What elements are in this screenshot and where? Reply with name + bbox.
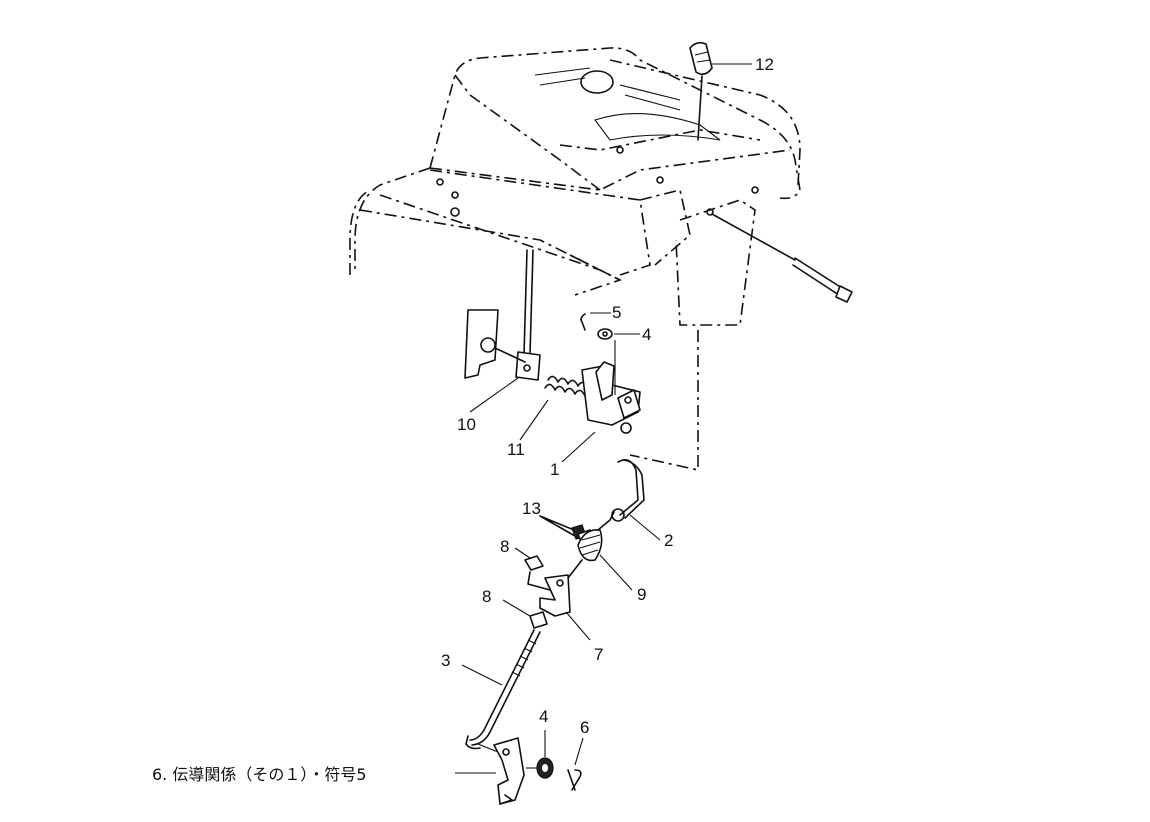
- label-part-6: 6: [580, 718, 589, 737]
- part-8-nut-top: [514, 547, 551, 591]
- part-10-rod: [464, 249, 541, 381]
- part-5-pin: [580, 312, 611, 331]
- part-labels: 12 5 4 10 11 1 2 13 9 8 8 7 3 4 6: [441, 55, 774, 737]
- label-part-1: 1: [550, 460, 559, 479]
- part-2-link-rod: [611, 459, 645, 522]
- label-part-11: 11: [507, 440, 525, 459]
- part-12-shift-knob: [689, 41, 752, 141]
- part-8-nut-bottom: [502, 599, 548, 629]
- label-leaders: [469, 377, 661, 541]
- long-bolt: [711, 213, 853, 303]
- label-part-3: 3: [441, 651, 450, 670]
- body-outline: [349, 47, 801, 326]
- part-1-lever-bracket: [581, 340, 641, 434]
- label-part-4: 4: [642, 325, 651, 344]
- part-7-bracket: [539, 574, 591, 641]
- label-part-2: 2: [664, 531, 673, 550]
- label-part-12: 12: [755, 55, 774, 74]
- label-part-13: 13: [522, 499, 541, 518]
- part-4-washer-bottom: [526, 730, 554, 779]
- label-part-4: 4: [539, 707, 548, 726]
- part-6-pin: [567, 737, 584, 791]
- part-3-rod: [461, 629, 541, 750]
- part-4-washer-top: [597, 328, 640, 340]
- label-part-10: 10: [457, 415, 476, 434]
- figure-caption: 6. 伝導関係（その１）・符号5: [152, 765, 367, 784]
- label-part-9: 9: [637, 585, 646, 604]
- label-part-8: 8: [500, 537, 509, 556]
- part-9-spring: [567, 511, 633, 591]
- label-part-5: 5: [612, 303, 621, 322]
- bottom-lever-plate: [477, 737, 525, 805]
- label-part-8: 8: [482, 587, 491, 606]
- label-part-7: 7: [594, 645, 603, 664]
